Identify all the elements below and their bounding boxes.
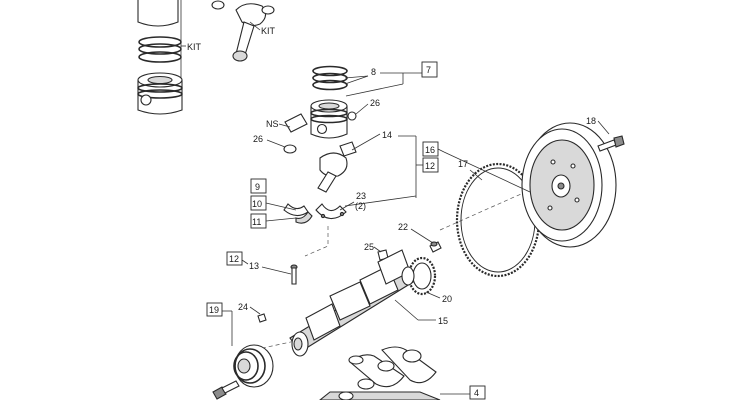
snap-ring-lower: [283, 144, 297, 154]
cylinder-liner: [137, 0, 179, 27]
rod-cap: [315, 203, 347, 220]
flywheel: [521, 122, 617, 248]
callout-26-upper: 26: [370, 98, 380, 108]
callout-box-4: [469, 385, 486, 400]
main-bearing-caps: [319, 346, 441, 400]
rod-bearing-group: [283, 203, 347, 224]
assembly-line-rod: [304, 226, 329, 257]
assembly-line-pulley: [243, 339, 301, 353]
piston-kit-group: KIT: [137, 0, 202, 115]
callout-16: 16: [425, 145, 435, 155]
piston-assembly: [283, 65, 357, 193]
callout-8: 8: [371, 67, 376, 77]
kit-label-rod: KIT: [261, 26, 276, 36]
piston-pin: [284, 113, 308, 133]
callout-9: 9: [255, 182, 260, 192]
woodruff-key: [257, 313, 267, 323]
callout-23-qty: (2): [355, 201, 366, 211]
piston: [310, 99, 348, 139]
callout-box-19: [206, 302, 223, 317]
flywheel-bolt: [597, 135, 625, 152]
connecting-rod: [317, 171, 337, 193]
pulley-retaining-bolt: [212, 380, 240, 400]
callout-12-upper: 12: [425, 161, 435, 171]
callout-15: 15: [438, 316, 448, 326]
callout-12-lower: 12: [229, 254, 239, 264]
callout-20: 20: [442, 294, 452, 304]
callout-19: 19: [209, 305, 219, 315]
assembly-line-flywheel: [439, 189, 531, 231]
callout-25: 25: [364, 242, 374, 252]
callout-box-7: [421, 61, 438, 78]
piston-rings-kit: [138, 36, 182, 63]
rod-bolt-upper: [339, 141, 357, 157]
connecting-rod-kit-group: KIT: [211, 0, 276, 62]
snap-ring-upper: [347, 111, 357, 121]
crankshaft: [289, 249, 415, 357]
kit-label-rings: KIT: [187, 42, 202, 52]
callout-4: 4: [474, 388, 479, 398]
callout-ns: NS: [266, 119, 279, 129]
callout-10: 10: [252, 199, 262, 209]
piston-kit: [137, 72, 183, 115]
dowel-pin: [429, 241, 442, 253]
callout-box-12-upper: [422, 157, 439, 173]
front-pulley: [233, 344, 274, 388]
callout-24: 24: [238, 302, 248, 312]
pulley-bolt: [290, 264, 298, 285]
callout-11: 11: [252, 217, 261, 227]
callout-7: 7: [426, 65, 431, 75]
piston-ring-set: [312, 65, 348, 91]
callout-box-12-lower: [226, 251, 243, 266]
callout-18: 18: [586, 116, 596, 126]
callout-17: 17: [458, 159, 468, 169]
callout-23: 23: [356, 191, 366, 201]
bearing-shell-lower: [295, 211, 313, 224]
callout-13: 13: [249, 261, 259, 271]
rod-small-end: [319, 152, 348, 177]
callout-26-lower: 26: [253, 134, 263, 144]
callout-22: 22: [398, 222, 408, 232]
callout-box-9: [250, 178, 267, 194]
callout-14: 14: [382, 130, 392, 140]
